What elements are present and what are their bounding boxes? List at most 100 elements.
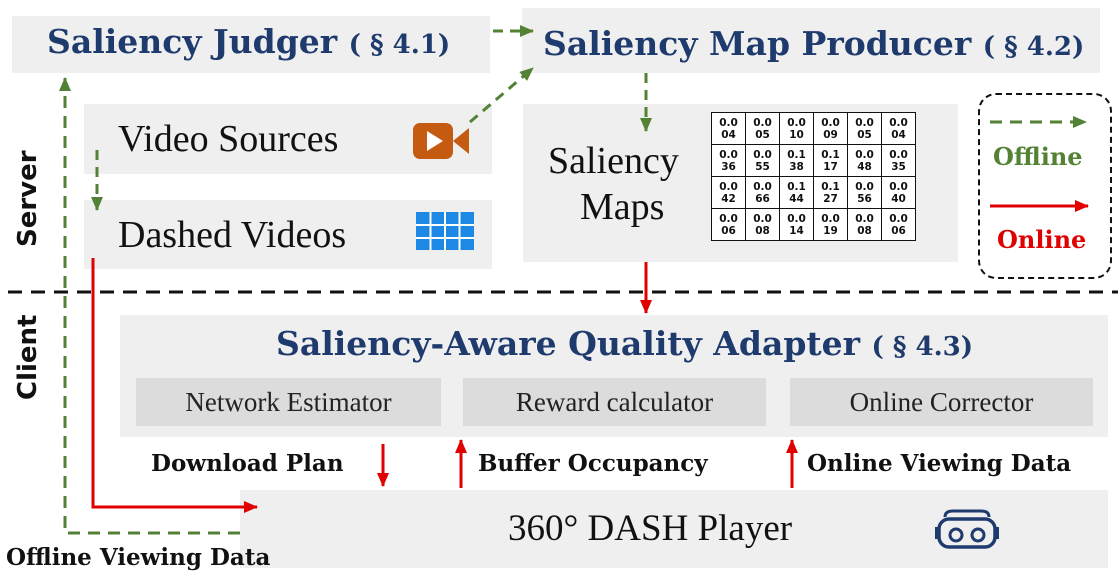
saliency-cell-line: 0.0 (753, 180, 772, 193)
network-estimator-label: Network Estimator (185, 386, 392, 417)
saliency-cell-line: 0.0 (753, 148, 772, 161)
saliency-cell-line: 55 (755, 160, 770, 173)
saliency-cell-line: 0.0 (821, 212, 840, 225)
reward-calculator-label: Reward calculator (515, 386, 714, 417)
saliency-judger-title: Saliency Judger ( § 4.1) (47, 22, 450, 65)
online-corrector-label: Online Corrector (849, 386, 1034, 417)
saliency-cell-line: 0.0 (889, 212, 908, 225)
saliency-cell-line: 05 (857, 128, 872, 141)
saliency-cell-line: 0.0 (855, 212, 874, 225)
quality-adapter-title: Saliency-Aware Quality Adapter ( § 4.3) (276, 324, 973, 367)
saliency-cell-line: 42 (721, 192, 736, 205)
saliency-cell-line: 0.0 (719, 180, 738, 193)
legend (978, 93, 1112, 279)
saliency-cell-line: 0.0 (855, 180, 874, 193)
saliency-cell-line: 14 (789, 224, 804, 237)
saliency-cell-line: 10 (789, 128, 804, 141)
saliency-cell-line: 38 (789, 160, 804, 173)
saliency-cell-line: 0.0 (753, 116, 772, 129)
saliency-cell-line: 0.0 (787, 212, 806, 225)
saliency-judger-name: Saliency Judger (47, 22, 338, 61)
saliency-cell-line: 0.1 (821, 180, 840, 193)
saliency-cell-line: 0.0 (889, 116, 908, 129)
video-sources-label: Video Sources (118, 118, 339, 160)
saliency-cell-line: 0.0 (821, 116, 840, 129)
saliency-maps-label-line1: Saliency (548, 140, 679, 182)
saliency-map-producer-section: ( § 4.2) (982, 32, 1085, 62)
vr-headset-icon (935, 509, 999, 549)
saliency-cell-line: 09 (823, 128, 838, 141)
saliency-cell-line: 04 (891, 128, 906, 141)
saliency-cell-line: 04 (721, 128, 736, 141)
saliency-cell-line: 0.0 (719, 116, 738, 129)
saliency-judger-section: ( § 4.1) (348, 30, 451, 60)
saliency-cell-line: 56 (857, 192, 872, 205)
dashed-videos-label: Dashed Videos (118, 214, 347, 256)
saliency-cell-line: 0.0 (889, 148, 908, 161)
saliency-cell-line: 35 (891, 160, 906, 173)
saliency-map-producer-box (522, 8, 1100, 73)
quality-adapter-section: ( § 4.3) (871, 332, 974, 362)
saliency-cell-line: 27 (823, 192, 838, 205)
saliency-cell-line: 06 (721, 224, 736, 237)
saliency-cell-line: 0.0 (753, 212, 772, 225)
quality-adapter-name: Saliency-Aware Quality Adapter (276, 324, 861, 363)
saliency-cell-line: 0.0 (855, 148, 874, 161)
saliency-cell-line: 0.0 (719, 212, 738, 225)
saliency-maps-label-line2: Maps (580, 186, 665, 228)
saliency-cell-line: 0.0 (787, 116, 806, 129)
saliency-cell-line: 0.1 (821, 148, 840, 161)
saliency-cell-line: 0.0 (719, 148, 738, 161)
saliency-cell-line: 0.1 (787, 148, 806, 161)
saliency-cell-line: 17 (823, 160, 838, 173)
saliency-cell-line: 06 (891, 224, 906, 237)
saliency-cell-line: 40 (891, 192, 906, 205)
saliency-cell-line: 08 (857, 224, 872, 237)
saliency-cell-line: 66 (755, 192, 770, 205)
offline-viewing-data-label: Offline Viewing Data (6, 544, 271, 571)
saliency-cell-line: 44 (789, 192, 804, 205)
online-corrector-module: Online Corrector (790, 378, 1093, 426)
legend-online-label: Online (997, 225, 1087, 254)
reward-calculator-module: Reward calculator (463, 378, 766, 426)
saliency-cell-line: 0.0 (889, 180, 908, 193)
video-camera-icon (413, 123, 469, 159)
saliency-cell-line: 05 (755, 128, 770, 141)
dashed-to-player-arrow (91, 258, 258, 513)
network-estimator-module: Network Estimator (136, 378, 441, 426)
saliency-judger-box (12, 16, 490, 73)
saliency-cell-line: 19 (823, 224, 838, 237)
saliency-cell-line: 48 (857, 160, 872, 173)
dash-player-label: 360° DASH Player (508, 508, 793, 549)
video-tiles-icon (416, 212, 474, 250)
buffer-occupancy-label: Buffer Occupancy (478, 450, 708, 477)
saliency-cell-line: 0.1 (787, 180, 806, 193)
legend-offline-label: Offline (993, 142, 1083, 171)
online-viewing-data-label: Online Viewing Data (807, 450, 1072, 477)
saliency-map-producer-name: Saliency Map Producer (543, 24, 972, 63)
saliency-cell-line: 36 (721, 160, 736, 173)
